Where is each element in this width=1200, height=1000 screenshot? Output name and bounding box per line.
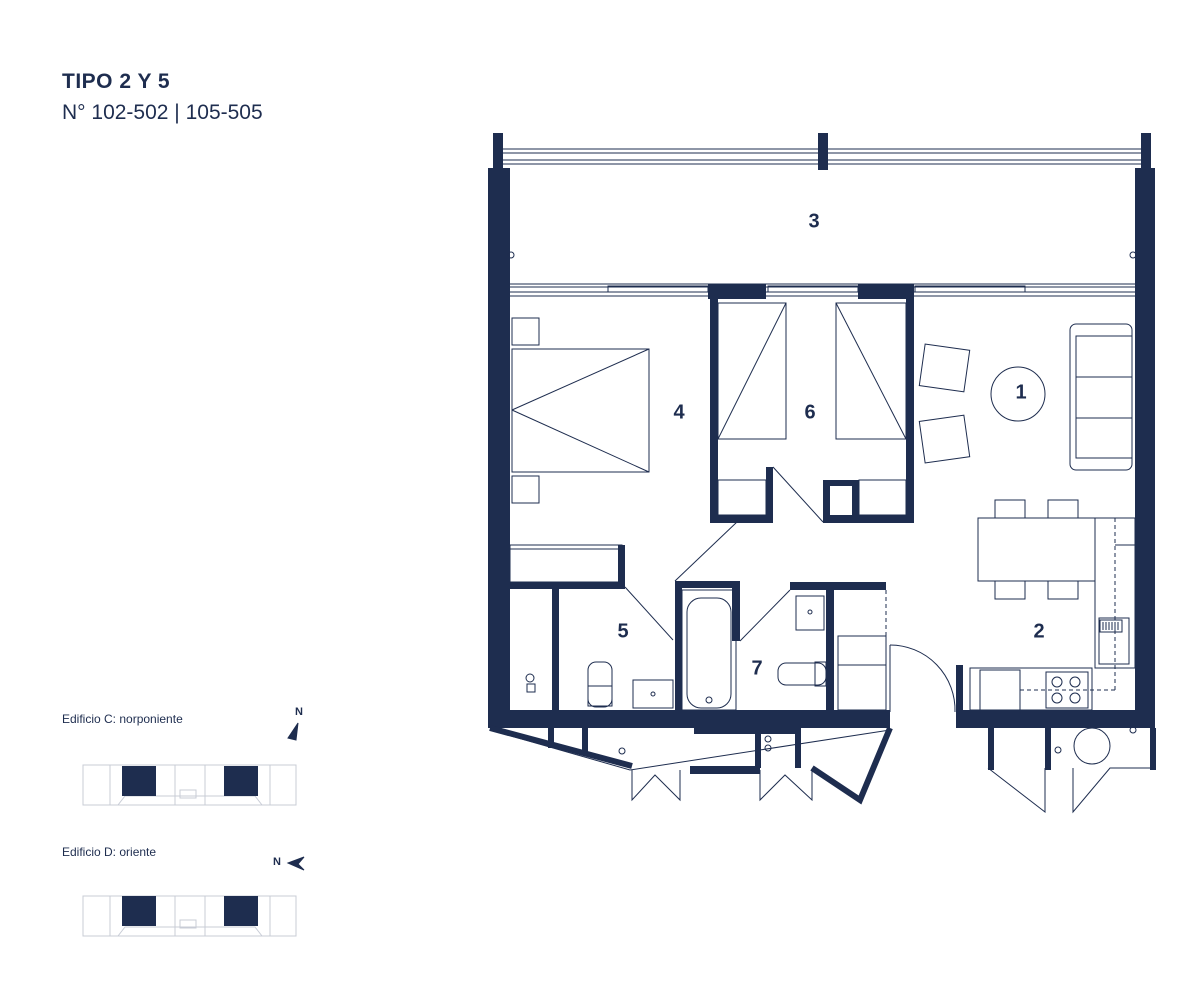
room-number-1: 1 [1015, 381, 1026, 403]
north-label-c: N [295, 706, 303, 718]
unit-numbers: N° 102-502 | 105-505 [62, 101, 263, 124]
room-number-3: 3 [808, 210, 819, 232]
highlighted-unit-c-right [224, 766, 258, 796]
plan-title: TIPO 2 Y 5 [62, 70, 171, 93]
terrace-window-wall [507, 251, 1137, 297]
bedroom-6-beds [717, 302, 907, 523]
building-c-label: Edificio C: norponiente [62, 712, 183, 726]
highlighted-unit-c-left [122, 766, 156, 796]
bathroom-fixtures [525, 589, 887, 711]
lower-balconies [489, 725, 1156, 814]
room-number-2: 2 [1033, 620, 1044, 642]
highlighted-unit-d-right [224, 896, 258, 926]
exterior-walls [488, 168, 1155, 734]
room-number-5: 5 [617, 620, 628, 642]
room-number-4: 4 [673, 401, 685, 423]
terrace-railing [493, 133, 1151, 170]
doors [624, 520, 956, 713]
north-label-d: N [273, 856, 281, 868]
living-room-furniture [918, 323, 1133, 471]
bedroom-4-furniture [509, 317, 650, 583]
north-arrow-c-icon [287, 722, 299, 741]
room-number-6: 6 [804, 401, 815, 423]
north-arrow-d-icon [286, 856, 305, 871]
bedroom-6-walls [708, 284, 914, 523]
highlighted-unit-d-left [122, 896, 156, 926]
dining-table [977, 499, 1096, 600]
key-plan-building-c [82, 764, 297, 806]
room-number-7: 7 [751, 657, 762, 679]
kitchen [969, 517, 1136, 711]
building-d-label: Edificio D: oriente [62, 845, 157, 859]
key-plan-building-d [82, 895, 297, 937]
